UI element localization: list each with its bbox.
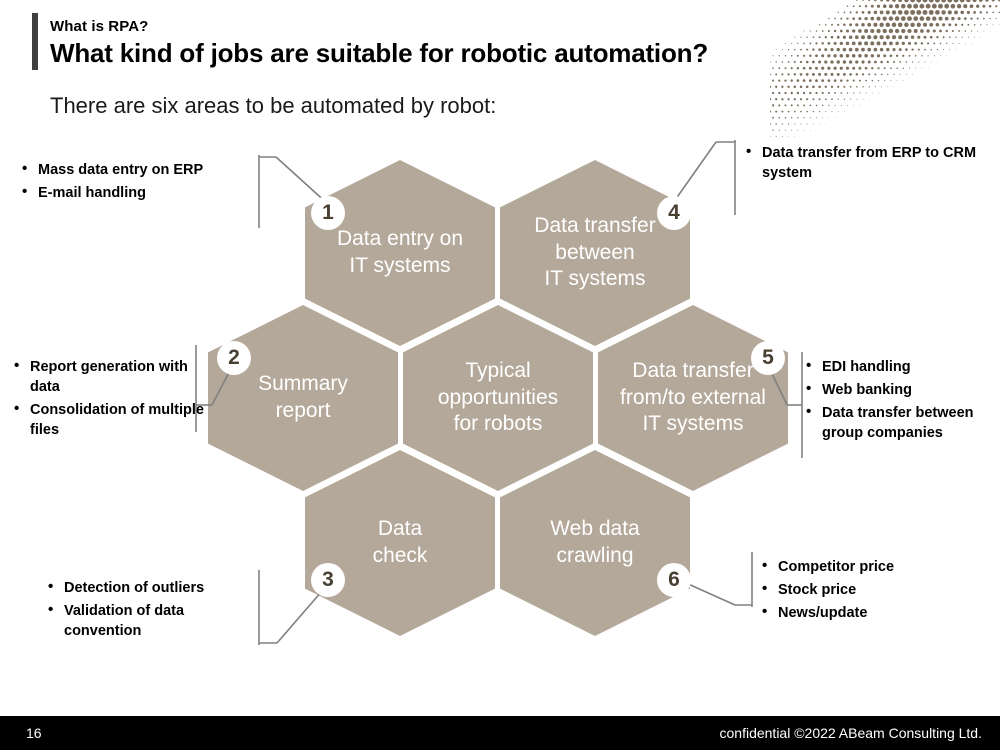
page-title: What kind of jobs are suitable for robot… [50,38,709,68]
callout-right-4: Data transfer from ERP to CRM system [746,142,986,186]
badge-number-2: 2 [217,341,251,375]
callout-bullet: E-mail handling [22,182,252,203]
footer-confidential-notice: confidential ©2022 ABeam Consulting Ltd. [719,725,983,741]
badge-number-3: 3 [311,563,345,597]
callout-left-3: Detection of outliersValidation of data … [48,577,258,644]
callout-bullet: Mass data entry on ERP [22,159,252,180]
callout-bullet: Report generation with data [14,356,209,397]
badge-number-5: 5 [751,341,785,375]
callout-left-1: Mass data entry on ERPE-mail handling [22,159,252,206]
badge-number-4: 4 [657,196,691,230]
page-subtitle: There are six areas to be automated by r… [50,93,497,118]
badge-number-6: 6 [657,563,691,597]
callout-right-6: Competitor priceStock priceNews/update [762,556,992,626]
callout-bullet: News/update [762,602,992,623]
callout-right-5: EDI handlingWeb bankingData transfer bet… [806,356,996,446]
footer-page-number: 16 [26,725,42,741]
callout-list: Mass data entry on ERPE-mail handling [22,159,252,203]
callout-bullet: Validation of data convention [48,600,258,641]
callout-bullet: Data transfer from ERP to CRM system [746,142,986,183]
callout-bullet: Competitor price [762,556,992,577]
callout-bullet: Detection of outliers [48,577,258,598]
callout-bullet: Web banking [806,379,996,400]
callout-list: Data transfer from ERP to CRM system [746,142,986,183]
callout-list: Report generation with dataConsolidation… [14,356,209,440]
footer-bar [0,716,1000,750]
callout-left-2: Report generation with dataConsolidation… [14,356,209,443]
callout-list: EDI handlingWeb bankingData transfer bet… [806,356,996,443]
callout-bullet: Data transfer between group companies [806,402,996,443]
callout-list: Competitor priceStock priceNews/update [762,556,992,623]
callout-bullet: Stock price [762,579,992,600]
callout-list: Detection of outliersValidation of data … [48,577,258,641]
badge-number-1: 1 [311,196,345,230]
halftone-dots-decoration [770,0,1000,137]
callout-bullet: EDI handling [806,356,996,377]
eyebrow-text: What is RPA? [50,18,149,35]
title-accent-bar [32,13,38,70]
callout-bullet: Consolidation of multiple files [14,399,209,440]
